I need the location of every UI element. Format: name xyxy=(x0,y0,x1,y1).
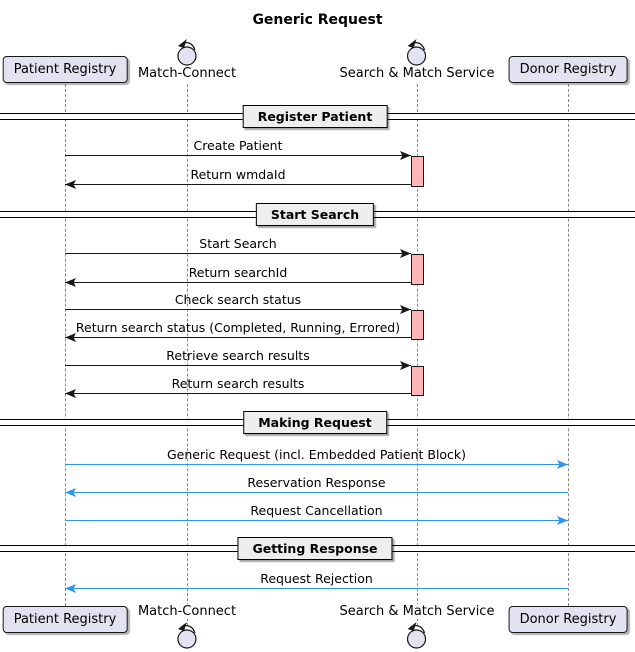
message-label: Create Patient xyxy=(193,138,283,153)
lifeline-match-connect xyxy=(186,84,188,626)
message-label: Check search status xyxy=(174,292,302,307)
divider-start-search: Start Search xyxy=(255,203,375,226)
message-line xyxy=(65,492,568,493)
message-line xyxy=(65,309,411,310)
participant-patient-registry: Patient Registry xyxy=(2,56,128,83)
message-line xyxy=(65,520,568,521)
control-icon xyxy=(177,39,197,66)
message-label: Return search status (Completed, Running… xyxy=(75,320,401,335)
arrowhead-right-icon xyxy=(557,516,568,525)
lifeline-patient-registry xyxy=(64,84,66,606)
arrowhead-left-icon xyxy=(65,488,76,497)
arrowhead-left-icon xyxy=(65,278,76,287)
activation-bar xyxy=(411,366,424,396)
message-line xyxy=(65,184,411,185)
arrowhead-right-icon xyxy=(400,249,411,258)
search-match-service-label: Search & Match Service xyxy=(337,604,497,619)
control-icon xyxy=(407,622,427,649)
message-line xyxy=(65,393,411,394)
arrowhead-left-icon xyxy=(65,584,76,593)
arrowhead-right-icon xyxy=(400,151,411,160)
control-icon xyxy=(177,622,197,649)
divider-getting-response: Getting Response xyxy=(237,537,393,560)
divider-making-request: Making Request xyxy=(243,411,387,434)
message-label: Reservation Response xyxy=(247,475,386,490)
message-line xyxy=(65,155,411,156)
activation-bar xyxy=(411,310,424,340)
match-connect-label: Match-Connect xyxy=(135,604,239,619)
lifeline-search-match-service xyxy=(416,84,418,626)
divider-register-patient: Register Patient xyxy=(242,105,388,128)
message-label: Start Search xyxy=(199,236,277,251)
message-line xyxy=(65,464,568,465)
message-label: Return wmdaId xyxy=(190,167,286,182)
message-line xyxy=(65,365,411,366)
activation-bar xyxy=(411,254,424,285)
control-icon xyxy=(407,39,427,66)
search-match-service-label: Search & Match Service xyxy=(337,66,497,81)
lifeline-donor-registry xyxy=(567,84,569,606)
message-label: Return searchId xyxy=(188,265,288,280)
arrowhead-left-icon xyxy=(65,389,76,398)
arrowhead-left-icon xyxy=(65,333,76,342)
diagram-title: Generic Request xyxy=(252,12,383,28)
participant-donor-registry: Donor Registry xyxy=(508,56,628,83)
match-connect-label: Match-Connect xyxy=(135,66,239,81)
message-line xyxy=(65,253,411,254)
arrowhead-right-icon xyxy=(557,460,568,469)
arrowhead-left-icon xyxy=(65,180,76,189)
message-line xyxy=(65,588,568,589)
participant-donor-registry-bottom: Donor Registry xyxy=(508,606,628,633)
participant-search-match-service: Search & Match Service xyxy=(337,36,497,81)
message-label: Generic Request (incl. Embedded Patient … xyxy=(166,447,467,462)
message-label: Request Cancellation xyxy=(250,503,383,518)
message-line xyxy=(65,282,411,283)
message-label: Retrieve search results xyxy=(166,348,310,363)
participant-match-connect: Match-Connect xyxy=(135,36,239,81)
message-line xyxy=(65,337,411,338)
arrowhead-right-icon xyxy=(400,305,411,314)
participant-search-match-service-bottom: Search & Match Service xyxy=(337,604,497,649)
message-label: Return search results xyxy=(171,376,305,391)
participant-match-connect-bottom: Match-Connect xyxy=(135,604,239,649)
participant-patient-registry-bottom: Patient Registry xyxy=(2,606,128,633)
message-label: Request Rejection xyxy=(260,571,373,586)
activation-bar xyxy=(411,156,424,187)
arrowhead-right-icon xyxy=(400,361,411,370)
